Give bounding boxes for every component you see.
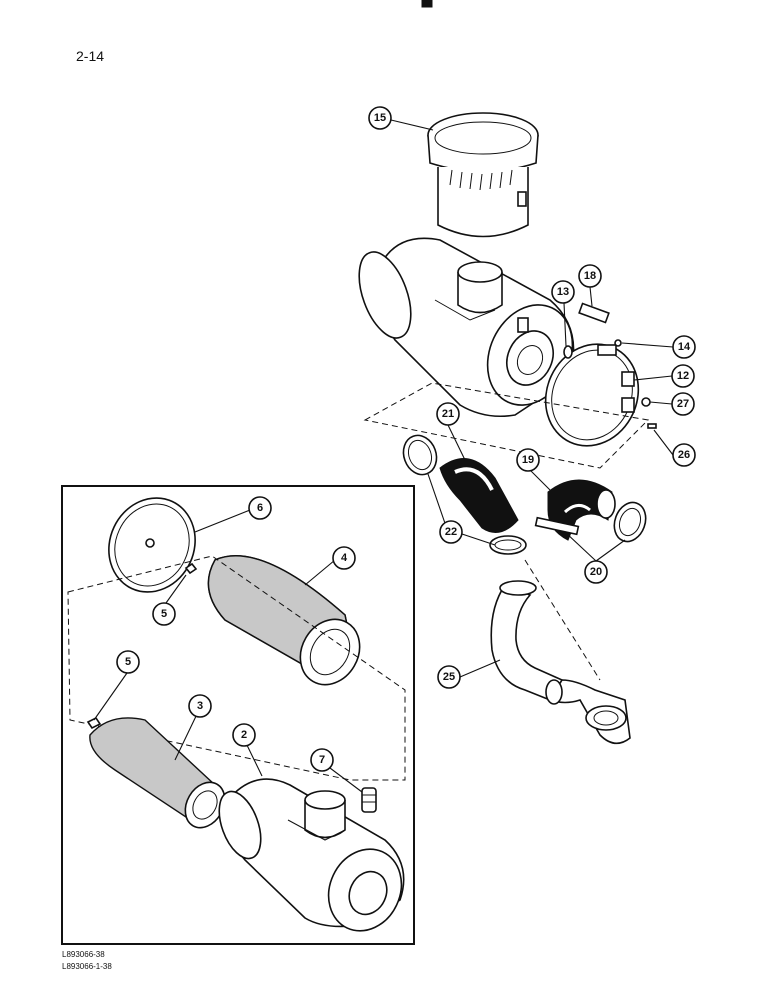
wing-nut xyxy=(86,716,102,730)
svg-text:15: 15 xyxy=(374,112,386,124)
svg-text:2: 2 xyxy=(241,729,247,741)
air-cleaner-housing-lower xyxy=(218,778,405,932)
svg-text:13: 13 xyxy=(557,286,569,298)
callout-13: 13 xyxy=(551,280,575,304)
svg-text:3: 3 xyxy=(197,700,203,712)
secondary-filter-element xyxy=(89,717,226,829)
callout-5-lower: 5 xyxy=(116,650,140,674)
restriction-indicator xyxy=(361,787,377,813)
clamp-strap xyxy=(534,516,580,536)
callout-7: 7 xyxy=(310,748,334,772)
hose-clamp xyxy=(489,535,527,555)
hose-clamp xyxy=(402,434,438,476)
callout-18: 18 xyxy=(578,264,602,288)
callout-12: 12 xyxy=(671,364,695,388)
bolt xyxy=(563,345,573,359)
svg-text:4: 4 xyxy=(341,552,348,564)
end-cover xyxy=(108,497,196,593)
svg-text:21: 21 xyxy=(442,408,454,420)
page-number: 2-14 xyxy=(76,48,105,64)
callout-19: 19 xyxy=(516,448,540,472)
inset-frame xyxy=(61,485,415,945)
nut xyxy=(641,397,651,407)
primary-filter-element xyxy=(207,555,361,686)
callout-15: 15 xyxy=(368,106,392,130)
svg-text:12: 12 xyxy=(677,370,689,382)
callout-25: 25 xyxy=(437,665,461,689)
callout-27: 27 xyxy=(671,392,695,416)
callout-5-upper: 5 xyxy=(152,602,176,626)
drawing-code: L893066-38 xyxy=(62,950,105,959)
svg-text:25: 25 xyxy=(443,671,455,683)
svg-text:27: 27 xyxy=(677,398,689,410)
dashed-assembly-outline xyxy=(67,555,406,781)
svg-text:19: 19 xyxy=(522,454,534,466)
leader-lines xyxy=(93,119,674,793)
svg-text:5: 5 xyxy=(125,656,131,668)
callout-2: 2 xyxy=(232,723,256,747)
callout-14: 14 xyxy=(672,335,696,359)
svg-text:22: 22 xyxy=(445,526,457,538)
title-fragment xyxy=(421,0,433,8)
callout-26: 26 xyxy=(672,443,696,467)
svg-text:20: 20 xyxy=(590,566,602,578)
screw xyxy=(647,423,657,429)
callout-4: 4 xyxy=(332,546,356,570)
precleaner-cap xyxy=(427,112,539,238)
drawing-code-alt: L893066-1-38 xyxy=(62,962,112,971)
elbow-tube xyxy=(490,580,631,745)
washer xyxy=(614,339,622,347)
svg-text:7: 7 xyxy=(319,754,325,766)
bracket-plate xyxy=(578,302,610,324)
rubber-hose xyxy=(439,458,519,533)
clamp-band xyxy=(544,343,640,447)
svg-text:6: 6 xyxy=(257,502,263,514)
wing-nut xyxy=(184,562,198,575)
svg-text:18: 18 xyxy=(584,270,596,282)
callout-22: 22 xyxy=(439,520,463,544)
callout-20: 20 xyxy=(584,560,608,584)
callout-21: 21 xyxy=(436,402,460,426)
callout-6: 6 xyxy=(248,496,272,520)
callout-3: 3 xyxy=(188,694,212,718)
svg-text:14: 14 xyxy=(678,341,691,353)
svg-text:26: 26 xyxy=(678,449,690,461)
svg-text:5: 5 xyxy=(161,608,167,620)
